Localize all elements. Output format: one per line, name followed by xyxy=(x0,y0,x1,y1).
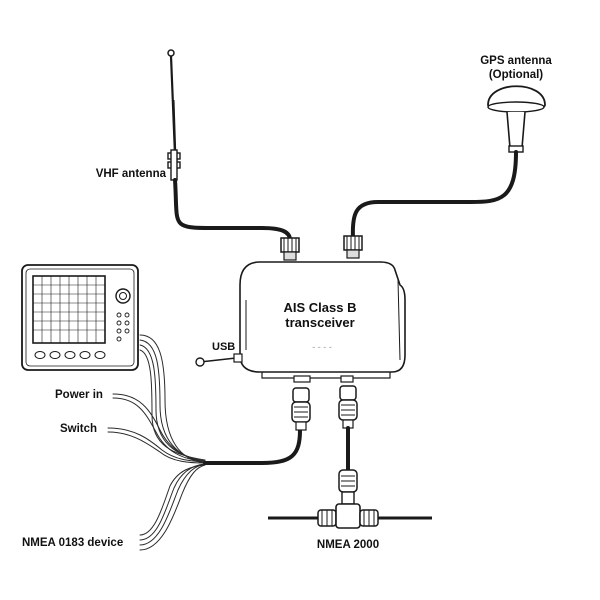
power-cable xyxy=(203,428,302,465)
device-title-line1: AIS Class B xyxy=(284,300,357,315)
gps-antenna xyxy=(487,85,546,153)
nmea2000-tee-upper-connector xyxy=(338,469,358,505)
vhf-antenna xyxy=(167,49,181,181)
power-wires xyxy=(112,393,206,463)
usb-connector xyxy=(195,353,243,367)
display-wires xyxy=(139,334,206,464)
power-cable-connector xyxy=(291,387,311,431)
vhf-connector xyxy=(280,237,300,261)
nmea2000-port xyxy=(340,375,354,383)
nmea-2000-label: NMEA 2000 xyxy=(317,539,379,551)
gps-cable xyxy=(350,150,518,240)
gps-antenna-label: GPS antenna xyxy=(480,55,552,67)
vhf-antenna-label: VHF antenna xyxy=(96,168,167,180)
switch-label: Switch xyxy=(60,423,97,435)
gps-antenna-optional-label: (Optional) xyxy=(489,69,543,81)
chartplotter-display xyxy=(21,264,139,371)
nmea0183-wires xyxy=(139,463,206,551)
ais-transceiver: AIS Class B transceiver - - - - xyxy=(239,261,406,379)
nmea-0183-label: NMEA 0183 device xyxy=(22,537,123,549)
power-port xyxy=(293,375,311,383)
vhf-cable xyxy=(173,178,292,242)
device-title-line2: transceiver xyxy=(285,315,354,330)
power-in-label: Power in xyxy=(55,389,103,401)
gps-connector xyxy=(343,235,363,259)
switch-wires xyxy=(107,427,206,464)
nmea2000-tee xyxy=(317,503,379,529)
nmea2000-drop-connector xyxy=(338,385,358,429)
status-indicator-lights: - - - - xyxy=(312,342,332,352)
usb-label: USB xyxy=(212,341,235,353)
